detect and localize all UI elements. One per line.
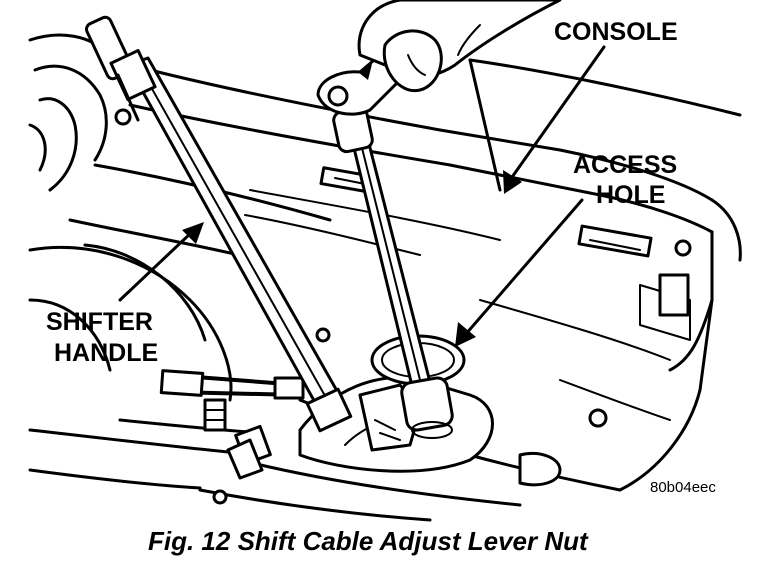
label-shifter: SHIFTER <box>46 308 153 336</box>
label-hole: HOLE <box>596 181 665 209</box>
label-handle: HANDLE <box>54 339 158 367</box>
image-code: 80b04eec <box>650 479 716 496</box>
hand-illustration <box>357 0 562 93</box>
shifter-handle-rod <box>85 15 353 433</box>
label-access: ACCESS <box>573 151 677 179</box>
socket-extension <box>316 52 454 439</box>
callout-arrows <box>118 45 606 347</box>
label-console: CONSOLE <box>554 18 678 46</box>
figure-caption: Fig. 12 Shift Cable Adjust Lever Nut <box>148 526 589 556</box>
